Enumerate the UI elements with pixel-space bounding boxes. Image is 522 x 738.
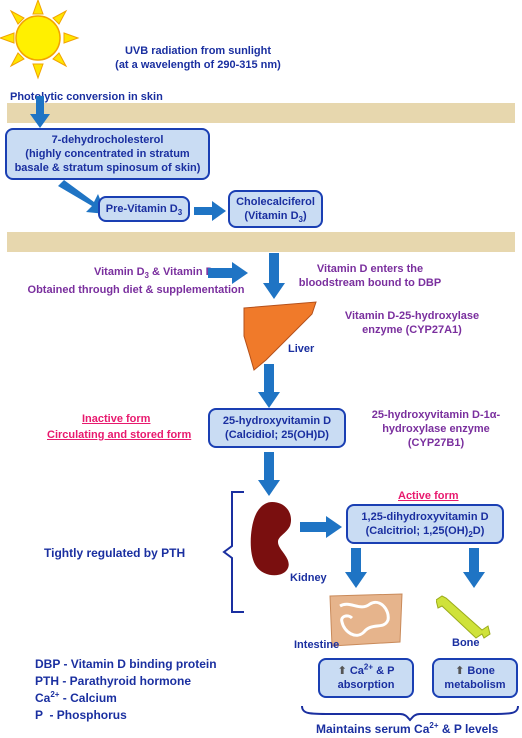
- bone-icon: [436, 595, 491, 639]
- maintains-brace: [301, 705, 519, 722]
- photolytic-label: Photolytic conversion in skin: [10, 91, 163, 103]
- abbreviation-legend: DBP - Vitamin D binding protein PTH - Pa…: [35, 656, 217, 724]
- legend-p: P - Phosphorus: [35, 708, 127, 722]
- arrow-down-icon: [345, 548, 367, 588]
- up-arrow-icon: ⬆: [337, 665, 347, 677]
- uvb-label: UVB radiation from sunlight (at a wavele…: [115, 45, 281, 71]
- legend-pth: PTH - Parathyroid hormone: [35, 674, 192, 688]
- dehydrocholesterol-box: 7-dehydrocholesterol (highly concentrate…: [5, 128, 210, 180]
- pth-label: Tightly regulated by PTH: [44, 546, 186, 560]
- skin-band-top: [7, 103, 515, 123]
- active-form-label: Active form: [398, 490, 459, 502]
- liver-icon: [243, 301, 317, 371]
- arrow-down-icon: [463, 548, 485, 588]
- sun-icon: [0, 0, 80, 80]
- pth-bracket: [222, 491, 244, 613]
- liver-enzyme-label: Vitamin D-25-hydroxylase enzyme (CYP27A1…: [344, 310, 480, 336]
- intestine-label: Intestine: [294, 639, 340, 651]
- intestine-icon: [329, 593, 403, 647]
- inactive-form-label: Inactive form: [82, 413, 151, 425]
- kidney-enzyme-label: 25-hydroxyvitamin D-1α- hydroxylase enzy…: [371, 409, 501, 449]
- arrow-down-icon: [258, 452, 280, 496]
- arrow-down-icon: [258, 364, 280, 408]
- maintains-label: Maintains serum Ca2+ & P levels: [316, 721, 499, 737]
- arrow-down-icon: [263, 253, 285, 299]
- ca-p-absorption-box: ⬆ Ca2+ & P absorption: [318, 658, 414, 698]
- arrow-right-icon: [194, 201, 226, 221]
- pre-vitamin-d3-box: Pre-Vitamin D3: [98, 196, 190, 222]
- arrow-right-icon: [208, 262, 248, 284]
- up-arrow-icon: ⬆: [455, 665, 465, 677]
- calcitriol-box: 1,25-dihydroxyvitamin D (Calcitriol; 1,2…: [346, 504, 504, 544]
- bone-label: Bone: [452, 637, 480, 649]
- cholecalciferol-box: Cholecalciferol (Vitamin D3): [228, 190, 323, 228]
- legend-dbp: DBP - Vitamin D binding protein: [35, 657, 217, 671]
- calcidiol-box: 25-hydroxyvitamin D (Calcidiol; 25(OH)D): [208, 408, 346, 448]
- legend-ca: Ca2+ - Calcium: [35, 690, 117, 706]
- kidney-icon: [250, 502, 292, 576]
- arrow-down-icon: [30, 96, 50, 128]
- arrow-right-icon: [300, 516, 342, 538]
- diet-label: Vitamin D3 & Vitamin D2 Obtained through…: [27, 266, 245, 296]
- bone-metabolism-box: ⬆ Bone metabolism: [432, 658, 518, 698]
- liver-label: Liver: [288, 343, 315, 355]
- arrow-diagonal-icon: [58, 180, 106, 214]
- circulating-stored-label: Circulating and stored form: [47, 429, 192, 441]
- kidney-label: Kidney: [290, 572, 327, 584]
- skin-band-bottom: [7, 232, 515, 252]
- bloodstream-label: Vitamin D enters the bloodstream bound t…: [298, 263, 442, 289]
